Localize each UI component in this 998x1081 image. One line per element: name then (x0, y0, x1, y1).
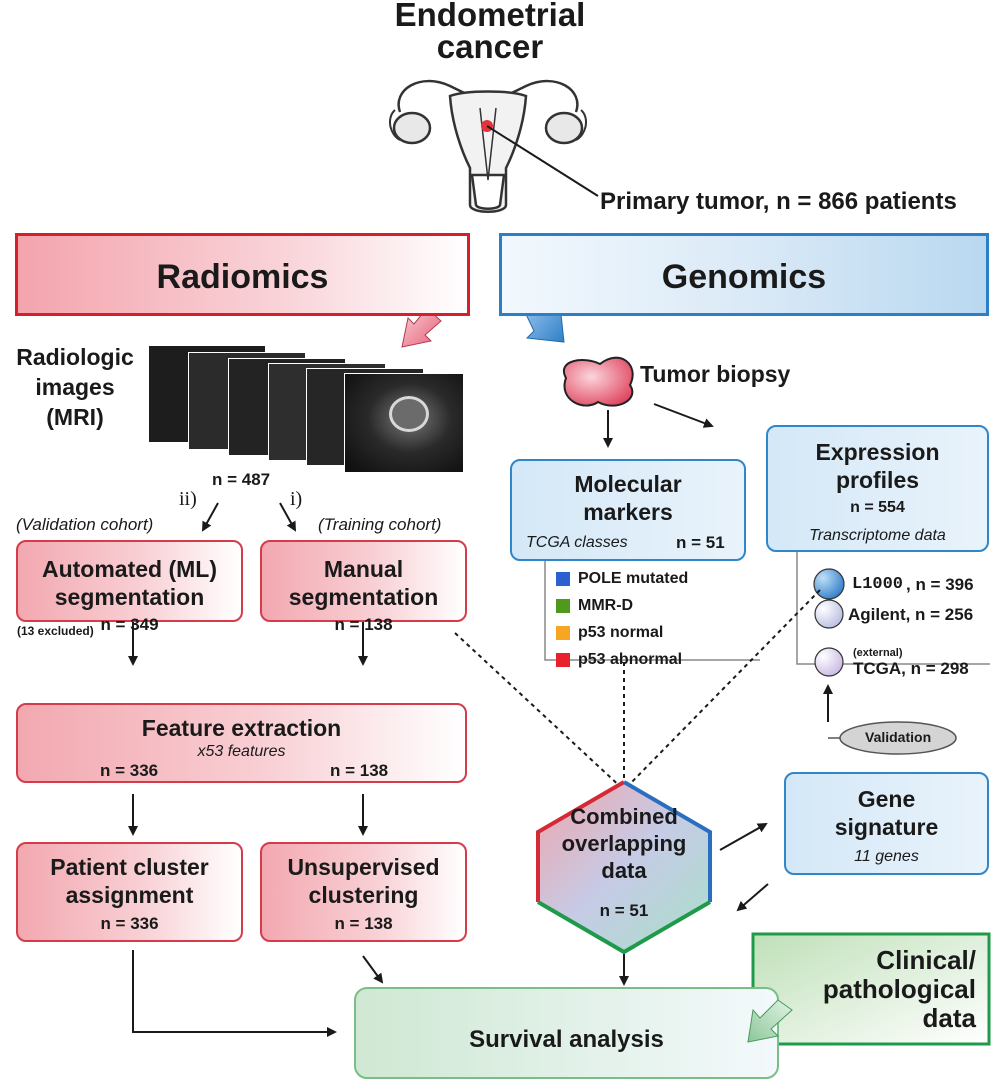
gene-sub: 11 genes (854, 848, 919, 865)
gene-line-1: Gene (857, 786, 916, 812)
tumor-biopsy-label: Tumor biopsy (640, 361, 791, 387)
validation-cohort-label: (Validation cohort) (16, 515, 154, 534)
unsupervised-line-1: Unsupervised (287, 854, 440, 880)
legend-label-p53-normal: p53 normal (578, 624, 664, 641)
label-i: i) (290, 488, 303, 510)
label-ii: ii) (179, 488, 197, 510)
manual-line-1: Manual (323, 556, 404, 582)
automated-line-1: Automated (ML) (41, 556, 218, 582)
combined-line-1: Combined (570, 804, 678, 829)
radiomics-title: Radiomics (156, 258, 329, 296)
gene-signature-box: Gene signature 11 genes (784, 772, 989, 875)
l1000-name: L1000 (852, 575, 904, 594)
l1000-n: , n = 396 (906, 575, 974, 594)
combined-n: n = 51 (599, 901, 649, 920)
tcga-circle (814, 647, 844, 677)
patient-cluster-line-1: Patient cluster (50, 854, 209, 880)
survival-analysis-label: Survival analysis (469, 1026, 664, 1053)
convergence-dotted-lines (454, 589, 821, 791)
clinical-line-3: data (922, 1003, 976, 1033)
feature-title: Feature extraction (141, 715, 342, 741)
tumor-biopsy-icon (563, 356, 634, 407)
feature-extraction-box: Feature extraction x53 features n = 336 … (16, 703, 467, 783)
genomics-flow-arrows (603, 403, 833, 986)
radiomics-header: Radiomics (15, 233, 470, 316)
manual-line-2: segmentation (288, 584, 439, 610)
molecular-line-1: Molecular (574, 471, 682, 497)
feature-sub: x53 features (197, 743, 286, 760)
radiomics-arrow (401, 307, 442, 348)
clinical-line-2: pathological (822, 974, 976, 1004)
validation-label: Validation (865, 729, 932, 745)
external-label: (external) (853, 647, 903, 659)
genomics-title: Genomics (661, 258, 827, 296)
patient-cluster-line-2: assignment (65, 882, 194, 908)
molecular-markers-box: Molecular markers TCGA classes n = 51 (510, 459, 746, 561)
legend-bracket (544, 560, 760, 661)
survival-box (354, 987, 779, 1079)
datasets-bracket (796, 552, 990, 665)
legend-swatch-pole (556, 572, 570, 586)
excluded-note: (13 excluded) (17, 624, 94, 638)
n-487-label: n = 487 (212, 470, 271, 489)
mri-lesion (389, 396, 429, 432)
training-cohort-label: (Training cohort) (318, 515, 442, 534)
legend-label-p53-abnormal: p53 abnormal (578, 651, 683, 668)
radiologic-label-2: images (35, 374, 115, 400)
genomics-header: Genomics (499, 233, 989, 316)
legend-label-mmrd: MMR-D (578, 597, 634, 614)
uterus-illustration (388, 79, 588, 213)
l1000-circle (813, 568, 845, 600)
agilent-circle (814, 599, 844, 629)
legend-swatch-mmrd (556, 599, 570, 613)
unsupervised-line-2: clustering (308, 882, 419, 908)
automated-line-2: segmentation (54, 584, 205, 610)
unsupervised-n: n = 138 (334, 914, 393, 933)
legend-swatch-p53-abnormal (556, 653, 570, 667)
combined-line-2: overlapping (561, 831, 687, 856)
radiomics-flow-arrows (128, 502, 384, 1037)
expression-line-1: Expression (815, 439, 940, 465)
patient-cluster-box: Patient cluster assignment n = 336 (16, 842, 243, 942)
tcga-label: TCGA, n = 298 (853, 659, 969, 678)
automated-segmentation-box: Automated (ML) segmentation n = 349 (16, 540, 243, 634)
expression-n: n = 554 (850, 499, 905, 516)
expression-sub: Transcriptome data (809, 527, 946, 544)
molecular-n: n = 51 (676, 533, 725, 552)
combined-line-3: data (601, 858, 647, 883)
manual-n: n = 138 (334, 615, 393, 634)
legend-label-pole: POLE mutated (578, 570, 689, 587)
unsupervised-clustering-box: Unsupervised clustering n = 138 (260, 842, 467, 942)
mri-slice-front (344, 373, 464, 473)
agilent-label: Agilent, n = 256 (848, 605, 974, 624)
manual-segmentation-box: Manual segmentation n = 138 (260, 540, 467, 634)
tumor-pointer-line (486, 125, 599, 197)
legend-swatch-p53-normal (556, 626, 570, 640)
title-line-1: Endometrial (394, 0, 586, 33)
gene-line-2: signature (834, 814, 939, 840)
automated-n: n = 349 (100, 615, 159, 634)
radiologic-label-3: (MRI) (46, 404, 104, 430)
expression-line-2: profiles (835, 467, 920, 493)
molecular-sub: TCGA classes (526, 534, 628, 551)
feature-n-right: n = 138 (330, 761, 389, 780)
expression-profiles-box: Expression profiles n = 554 Transcriptom… (766, 425, 989, 552)
radiologic-label-1: Radiologic (16, 344, 134, 370)
combined-hexagon (536, 780, 712, 955)
clinical-line-1: Clinical/ (876, 945, 976, 975)
primary-tumor-label: Primary tumor, n = 866 patients (600, 188, 957, 215)
title-line-2: cancer (436, 28, 544, 65)
patient-cluster-n: n = 336 (100, 914, 159, 933)
molecular-line-2: markers (583, 499, 673, 525)
clinical-to-survival-arrow (747, 999, 793, 1043)
feature-n-left: n = 336 (100, 761, 159, 780)
